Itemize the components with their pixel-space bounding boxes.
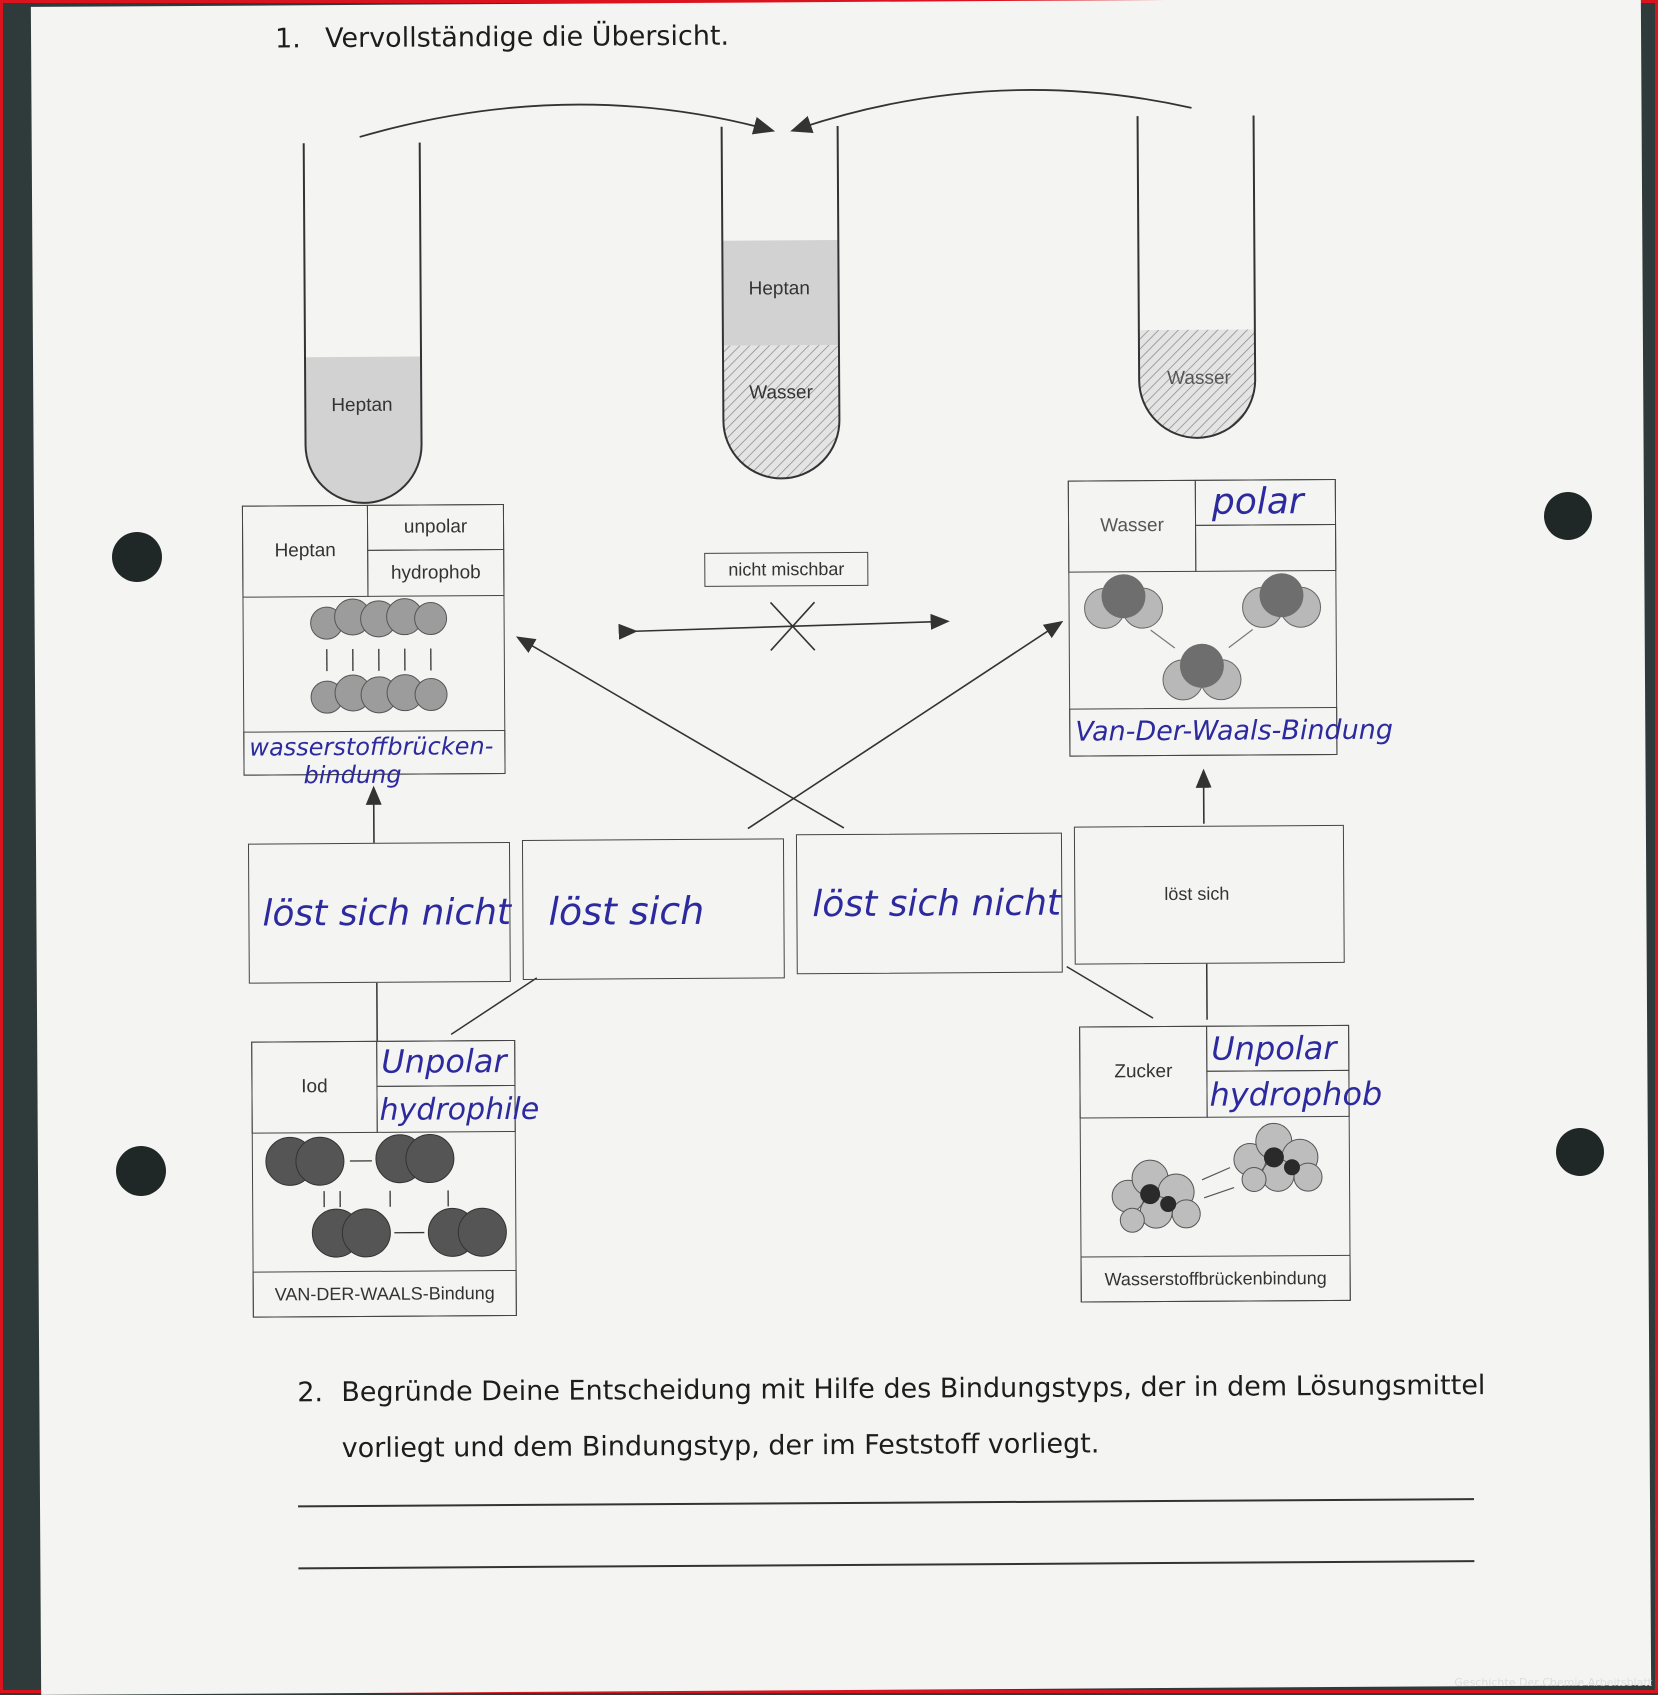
zucker-bond-cell: Wasserstoffbrückenbindung [1081,1255,1351,1303]
watermark-text: Geschichte Der Chemie Arbeitsblatt [1454,1676,1652,1689]
heptan-bond-handwritten-2: bindung [303,761,401,790]
heptan-name: Heptan [274,540,335,562]
iod-name: Iod [301,1076,328,1098]
wasser-prop2-cell [1195,524,1336,572]
iod-prop1-handwritten: Unpolar [381,1042,506,1081]
curved-arrow-left [359,103,771,137]
punch-hole-right-bottom [1556,1128,1604,1176]
not-miscible-arrow [635,621,947,631]
heptan-prop1: unpolar [404,516,468,538]
cross-arrow-to-heptan [519,636,844,830]
worksheet-page: 1. Vervollständige die Übersicht. [31,0,1651,1695]
cross-arrow-to-wasser [747,623,1062,829]
heptan-bond-handwritten-1: wasserstoffbrücken- [249,732,493,761]
wasser-name: Wasser [1100,515,1164,537]
answer-line-2 [298,1560,1474,1569]
punch-hole-right-top [1544,492,1592,540]
zucker-bond: Wasserstoffbrückenbindung [1105,1268,1327,1290]
heptan-prop1-cell: unpolar [367,504,504,551]
heptan-prop2-cell: hydrophob [367,549,504,597]
zucker-name-cell: Zucker [1079,1026,1208,1119]
task2-line2: vorliegt und dem Bindungstyp, der im Fes… [342,1428,1100,1464]
task2-number: 2. [297,1377,323,1408]
punch-hole-left-top [112,532,162,582]
iod-prop2-handwritten: hydrophile [379,1092,539,1128]
zucker-prop2-handwritten: hydrophob [1209,1075,1382,1114]
iod-bond: VAN-DER-WAALS-Bindung [275,1283,495,1305]
tube-right-label: Wasser [1167,368,1231,390]
test-tube-middle [722,126,840,479]
zucker-prop1-handwritten: Unpolar [1211,1029,1336,1068]
result-text-2: löst sich [548,889,704,934]
punch-hole-left-bottom [116,1146,166,1196]
zucker-name: Zucker [1114,1061,1172,1083]
heptan-prop2: hydrophob [391,562,481,585]
wasser-bond-handwritten: Van-Der-Waals-Bindung [1075,715,1393,748]
answer-line-1 [298,1498,1474,1507]
heptan-name-cell: Heptan [242,505,369,598]
iod-name-cell: Iod [251,1041,378,1134]
test-tube-left [304,143,422,504]
iod-bond-cell: VAN-DER-WAALS-Bindung [253,1270,517,1318]
tube-left-label: Heptan [331,395,392,417]
result-text-4: löst sich [1164,884,1229,905]
curved-arrow-right [793,89,1191,130]
result-text-1: löst sich nicht [262,892,511,935]
tube-middle-bottom-label: Wasser [749,382,813,404]
wasser-prop1-handwritten: polar [1212,481,1304,523]
result-text-3: löst sich nicht [812,883,1061,926]
wasser-name-cell: Wasser [1068,480,1197,573]
not-miscible-label: nicht mischbar [704,552,868,587]
tube-middle-top-label: Heptan [749,278,810,300]
